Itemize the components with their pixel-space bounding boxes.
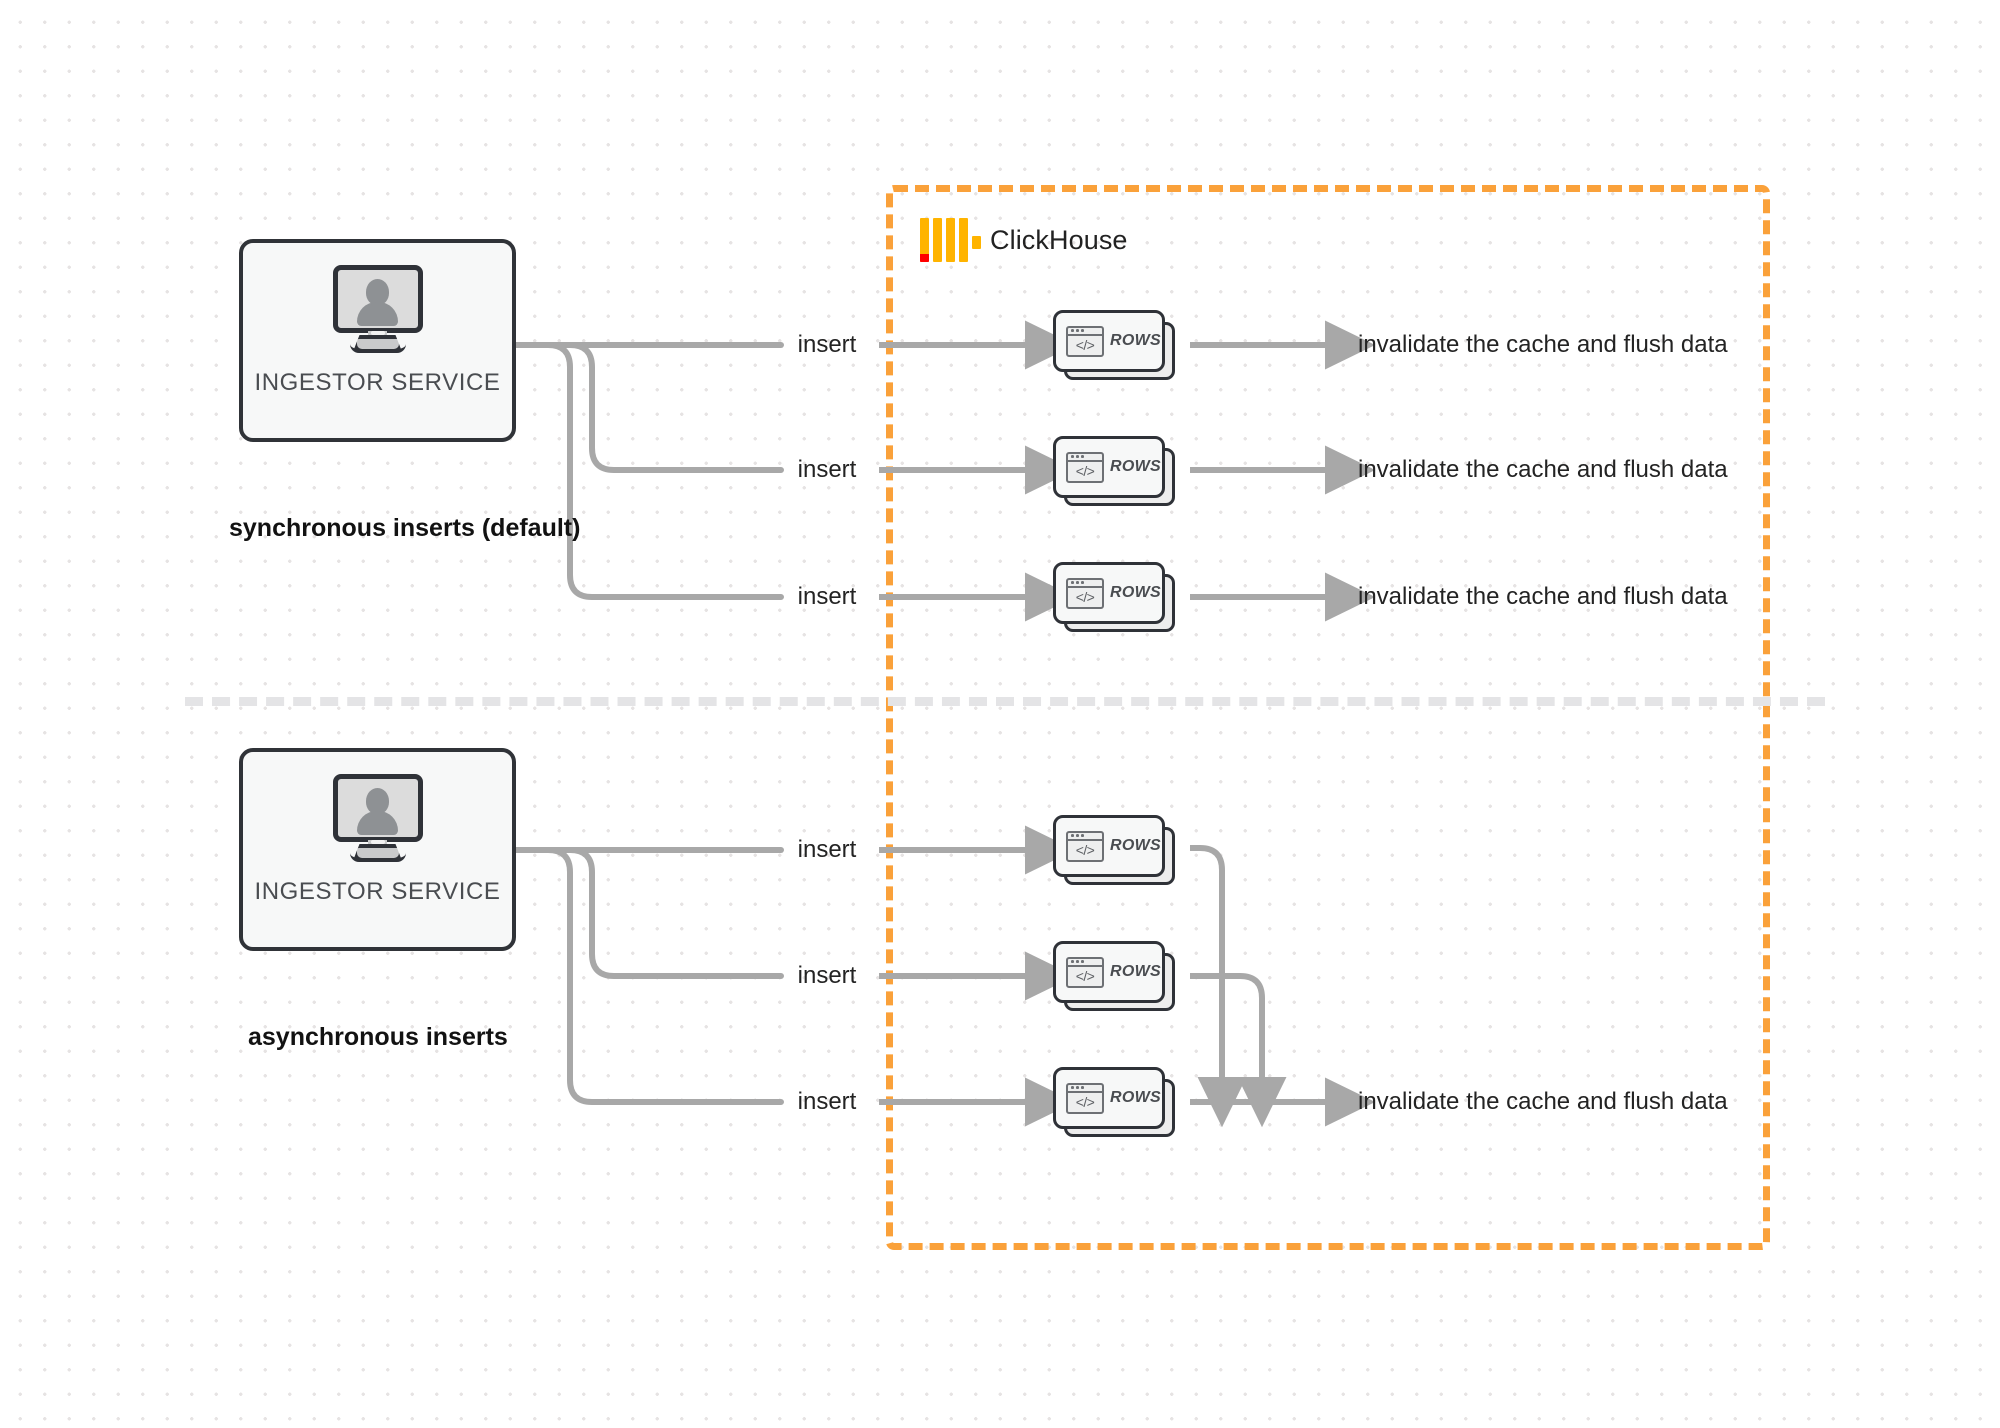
insert-label-async-1: insert	[797, 836, 857, 863]
insert-label-sync-1: insert	[797, 331, 857, 358]
sink-label-async-merged: invalidate the cache and flush data	[1358, 1088, 1728, 1115]
section-divider	[185, 697, 1825, 706]
insert-label-async-3: insert	[797, 1088, 857, 1115]
ingestor-service-label-sync: INGESTOR SERVICE	[254, 369, 501, 396]
rows-node-async-1[interactable]: </> ROWS	[1053, 815, 1175, 885]
rows-node-sync-3[interactable]: </> ROWS	[1053, 562, 1175, 632]
wire-sync-branch-2	[513, 342, 784, 473]
wire-async-branch-2	[513, 847, 784, 979]
code-window-icon: </>	[1066, 325, 1104, 357]
clickhouse-title: ClickHouse	[990, 224, 1128, 255]
section-caption-asynchronous: asynchronous inserts	[248, 1023, 508, 1051]
code-window-icon: </>	[1066, 451, 1104, 483]
rows-node-sync-1[interactable]: </> ROWS	[1053, 310, 1175, 380]
clickhouse-logo-icon	[920, 218, 981, 262]
wire-sync-branch-3	[513, 342, 784, 600]
insert-label-sync-3: insert	[797, 583, 857, 610]
code-window-icon: </>	[1066, 1082, 1104, 1114]
clickhouse-header: ClickHouse	[920, 218, 1128, 262]
ingestor-service-async[interactable]: INGESTOR SERVICE	[239, 748, 516, 951]
ingestor-service-sync[interactable]: INGESTOR SERVICE	[239, 239, 516, 442]
rows-label: ROWS	[1110, 1089, 1161, 1106]
rows-label: ROWS	[1110, 584, 1161, 601]
rows-label: ROWS	[1110, 963, 1161, 980]
insert-label-async-2: insert	[797, 962, 857, 989]
clickhouse-boundary	[886, 185, 1770, 1250]
rows-label: ROWS	[1110, 332, 1161, 349]
sink-label-sync-2: invalidate the cache and flush data	[1358, 456, 1728, 483]
monitor-user-icon	[330, 265, 426, 353]
code-window-icon: </>	[1066, 830, 1104, 862]
code-window-icon: </>	[1066, 577, 1104, 609]
rows-node-async-3[interactable]: </> ROWS	[1053, 1067, 1175, 1137]
rows-node-async-2[interactable]: </> ROWS	[1053, 941, 1175, 1011]
rows-label: ROWS	[1110, 837, 1161, 854]
code-window-icon: </>	[1066, 956, 1104, 988]
sink-label-sync-3: invalidate the cache and flush data	[1358, 583, 1728, 610]
wire-async-branch-3	[513, 847, 784, 1105]
monitor-user-icon	[330, 774, 426, 862]
rows-label: ROWS	[1110, 458, 1161, 475]
rows-node-sync-2[interactable]: </> ROWS	[1053, 436, 1175, 506]
sink-label-sync-1: invalidate the cache and flush data	[1358, 331, 1728, 358]
insert-label-sync-2: insert	[797, 456, 857, 483]
ingestor-service-label-async: INGESTOR SERVICE	[254, 878, 501, 905]
section-caption-synchronous: synchronous inserts (default)	[229, 514, 581, 542]
